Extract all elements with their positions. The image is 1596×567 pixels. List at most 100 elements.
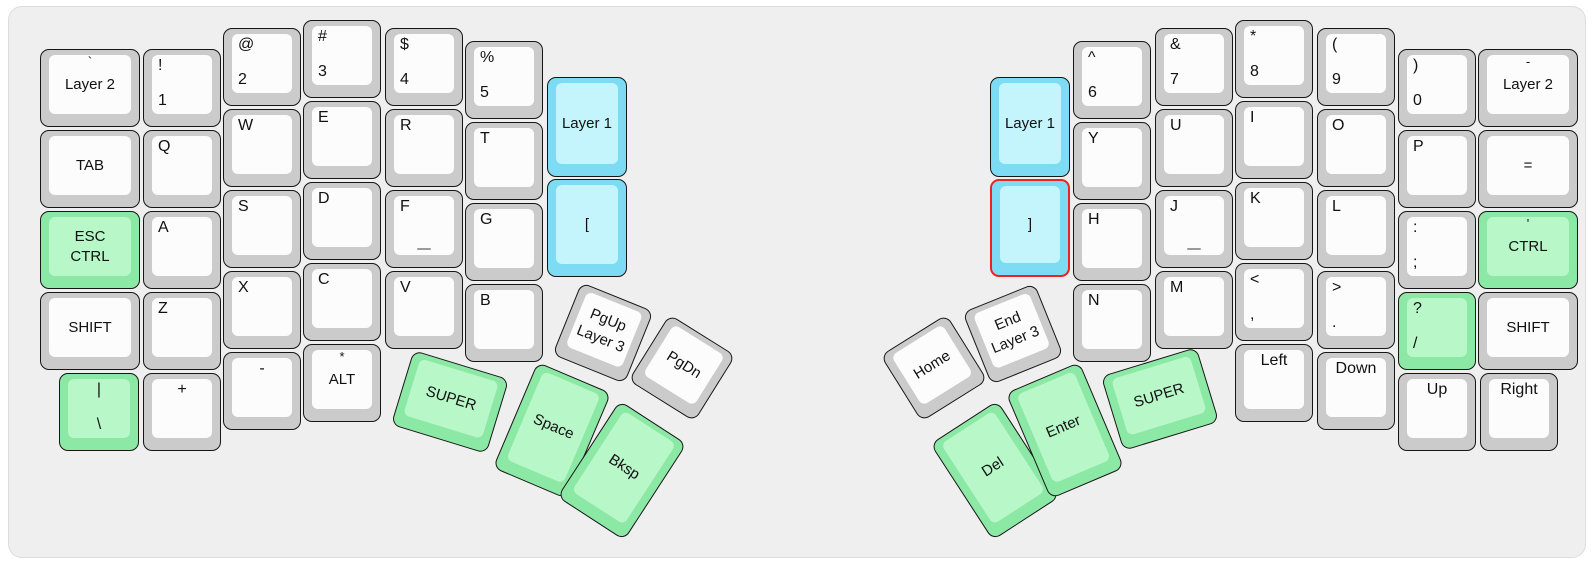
key-m[interactable]: M bbox=[1155, 271, 1233, 349]
keycap-face: Z bbox=[152, 298, 212, 357]
keycap-face: SHIFT bbox=[1487, 298, 1569, 357]
key-arrow-right[interactable]: Right bbox=[1480, 373, 1558, 451]
key-v[interactable]: V bbox=[385, 271, 463, 349]
keycap-face: F bbox=[394, 196, 454, 255]
key-layer1-left[interactable]: Layer 1 bbox=[547, 77, 627, 177]
key-legend-center: SUPER bbox=[1131, 379, 1186, 411]
keycap-face: <, bbox=[1244, 269, 1304, 328]
key-legend-bottom: 1 bbox=[158, 92, 167, 109]
key-gt-period[interactable]: >. bbox=[1317, 271, 1395, 349]
key-super-right[interactable]: SUPER bbox=[1100, 347, 1220, 451]
key-left-bracket[interactable]: [ bbox=[547, 179, 627, 277]
key-y[interactable]: Y bbox=[1073, 122, 1151, 200]
key-star-8[interactable]: *8 bbox=[1235, 20, 1313, 98]
key-legend-center: Del bbox=[978, 453, 1007, 481]
key-legend-center: Space bbox=[530, 410, 577, 443]
key-legend-top: % bbox=[480, 49, 495, 66]
key-l[interactable]: L bbox=[1317, 190, 1395, 268]
key-amp-7[interactable]: &7 bbox=[1155, 28, 1233, 106]
key-x[interactable]: X bbox=[223, 271, 301, 349]
key-shift-right[interactable]: SHIFT bbox=[1478, 292, 1578, 370]
keycap-face: `Layer 2 bbox=[49, 54, 131, 114]
key-h[interactable]: H bbox=[1073, 203, 1151, 281]
key-hash-3[interactable]: #3 bbox=[303, 20, 381, 98]
key-at-2[interactable]: @2 bbox=[223, 28, 301, 106]
keycap-face: :; bbox=[1407, 217, 1467, 276]
key-caret-6[interactable]: ^6 bbox=[1073, 41, 1151, 119]
key-layer2-left[interactable]: `Layer 2 bbox=[40, 49, 140, 127]
key-p[interactable]: P bbox=[1398, 130, 1476, 208]
key-legend-top: L bbox=[1332, 198, 1341, 215]
key-legend-top: * bbox=[1250, 28, 1257, 45]
homing-bar bbox=[1187, 248, 1201, 250]
key-legend-top: - bbox=[259, 360, 265, 377]
key-b[interactable]: B bbox=[465, 284, 543, 362]
key-s[interactable]: S bbox=[223, 190, 301, 268]
key-j[interactable]: J bbox=[1155, 190, 1233, 268]
key-g[interactable]: G bbox=[465, 203, 543, 281]
keycap-face: 'CTRL bbox=[1487, 216, 1569, 276]
key-equals[interactable]: = bbox=[1478, 130, 1578, 208]
key-t[interactable]: T bbox=[465, 122, 543, 200]
key-paren-9[interactable]: (9 bbox=[1317, 28, 1395, 106]
key-layer1-right[interactable]: Layer 1 bbox=[990, 77, 1070, 177]
key-question-slash[interactable]: ?/ bbox=[1398, 292, 1476, 370]
key-legend-center: SUPER bbox=[424, 382, 479, 414]
key-lt-comma[interactable]: <, bbox=[1235, 263, 1313, 341]
key-e[interactable]: E bbox=[303, 101, 381, 179]
key-legend-top: E bbox=[318, 109, 329, 126]
key-f[interactable]: F bbox=[385, 190, 463, 268]
keycap-face: A bbox=[152, 217, 212, 276]
key-d[interactable]: D bbox=[303, 182, 381, 260]
key-legend-top: X bbox=[238, 279, 249, 296]
key-legend-top: Q bbox=[158, 138, 171, 155]
key-legend-top: A bbox=[158, 219, 169, 236]
key-tab[interactable]: TAB bbox=[40, 130, 140, 208]
key-z[interactable]: Z bbox=[143, 292, 221, 370]
key-q[interactable]: Q bbox=[143, 130, 221, 208]
keycap-face: C bbox=[312, 269, 372, 328]
key-legend-top: P bbox=[1413, 138, 1424, 155]
key-arrow-down[interactable]: Down bbox=[1317, 352, 1395, 430]
key-legend-center: SHIFT bbox=[68, 318, 112, 336]
key-right-bracket[interactable]: ] bbox=[990, 179, 1070, 277]
key-legend-top: # bbox=[318, 28, 327, 45]
key-o[interactable]: O bbox=[1317, 109, 1395, 187]
key-quote-ctrl[interactable]: 'CTRL bbox=[1478, 211, 1578, 289]
keycap-face: *8 bbox=[1244, 26, 1304, 85]
key-super-left[interactable]: SUPER bbox=[390, 350, 510, 454]
key-excl-1[interactable]: !1 bbox=[143, 49, 221, 127]
key-pipe-backslash[interactable]: |\ bbox=[59, 373, 139, 451]
key-esc-ctrl[interactable]: ESC CTRL bbox=[40, 211, 140, 289]
key-u[interactable]: U bbox=[1155, 109, 1233, 187]
key-colon-semicolon[interactable]: :; bbox=[1398, 211, 1476, 289]
key-n[interactable]: N bbox=[1073, 284, 1151, 362]
key-legend-center: End Layer 3 bbox=[988, 307, 1042, 357]
key-plus[interactable]: + bbox=[143, 373, 221, 451]
key-a[interactable]: A bbox=[143, 211, 221, 289]
key-minus-left[interactable]: - bbox=[223, 352, 301, 430]
key-w[interactable]: W bbox=[223, 109, 301, 187]
key-percent-5[interactable]: %5 bbox=[465, 41, 543, 119]
key-legend-top: ( bbox=[1332, 36, 1338, 53]
key-legend-top: < bbox=[1250, 271, 1260, 288]
key-legend-top: Up bbox=[1426, 381, 1448, 398]
key-legend-top: Y bbox=[1088, 130, 1099, 147]
key-arrow-left[interactable]: Left bbox=[1235, 344, 1313, 422]
key-k[interactable]: K bbox=[1235, 182, 1313, 260]
key-legend-top: B bbox=[480, 292, 491, 309]
key-paren-0[interactable]: )0 bbox=[1398, 49, 1476, 127]
key-arrow-up[interactable]: Up bbox=[1398, 373, 1476, 451]
key-shift-left[interactable]: SHIFT bbox=[40, 292, 140, 370]
key-legend-top: H bbox=[1088, 211, 1100, 228]
key-layer2-right[interactable]: -Layer 2 bbox=[1478, 49, 1578, 127]
key-legend-bottom: 4 bbox=[400, 71, 409, 88]
key-r[interactable]: R bbox=[385, 109, 463, 187]
key-c[interactable]: C bbox=[303, 263, 381, 341]
keycap-face: %5 bbox=[474, 47, 534, 106]
key-i[interactable]: I bbox=[1235, 101, 1313, 179]
keycap-face: + bbox=[152, 379, 212, 438]
key-legend-small: ` bbox=[87, 54, 93, 69]
key-dollar-4[interactable]: $4 bbox=[385, 28, 463, 106]
key-star-alt[interactable]: *ALT bbox=[303, 344, 381, 422]
